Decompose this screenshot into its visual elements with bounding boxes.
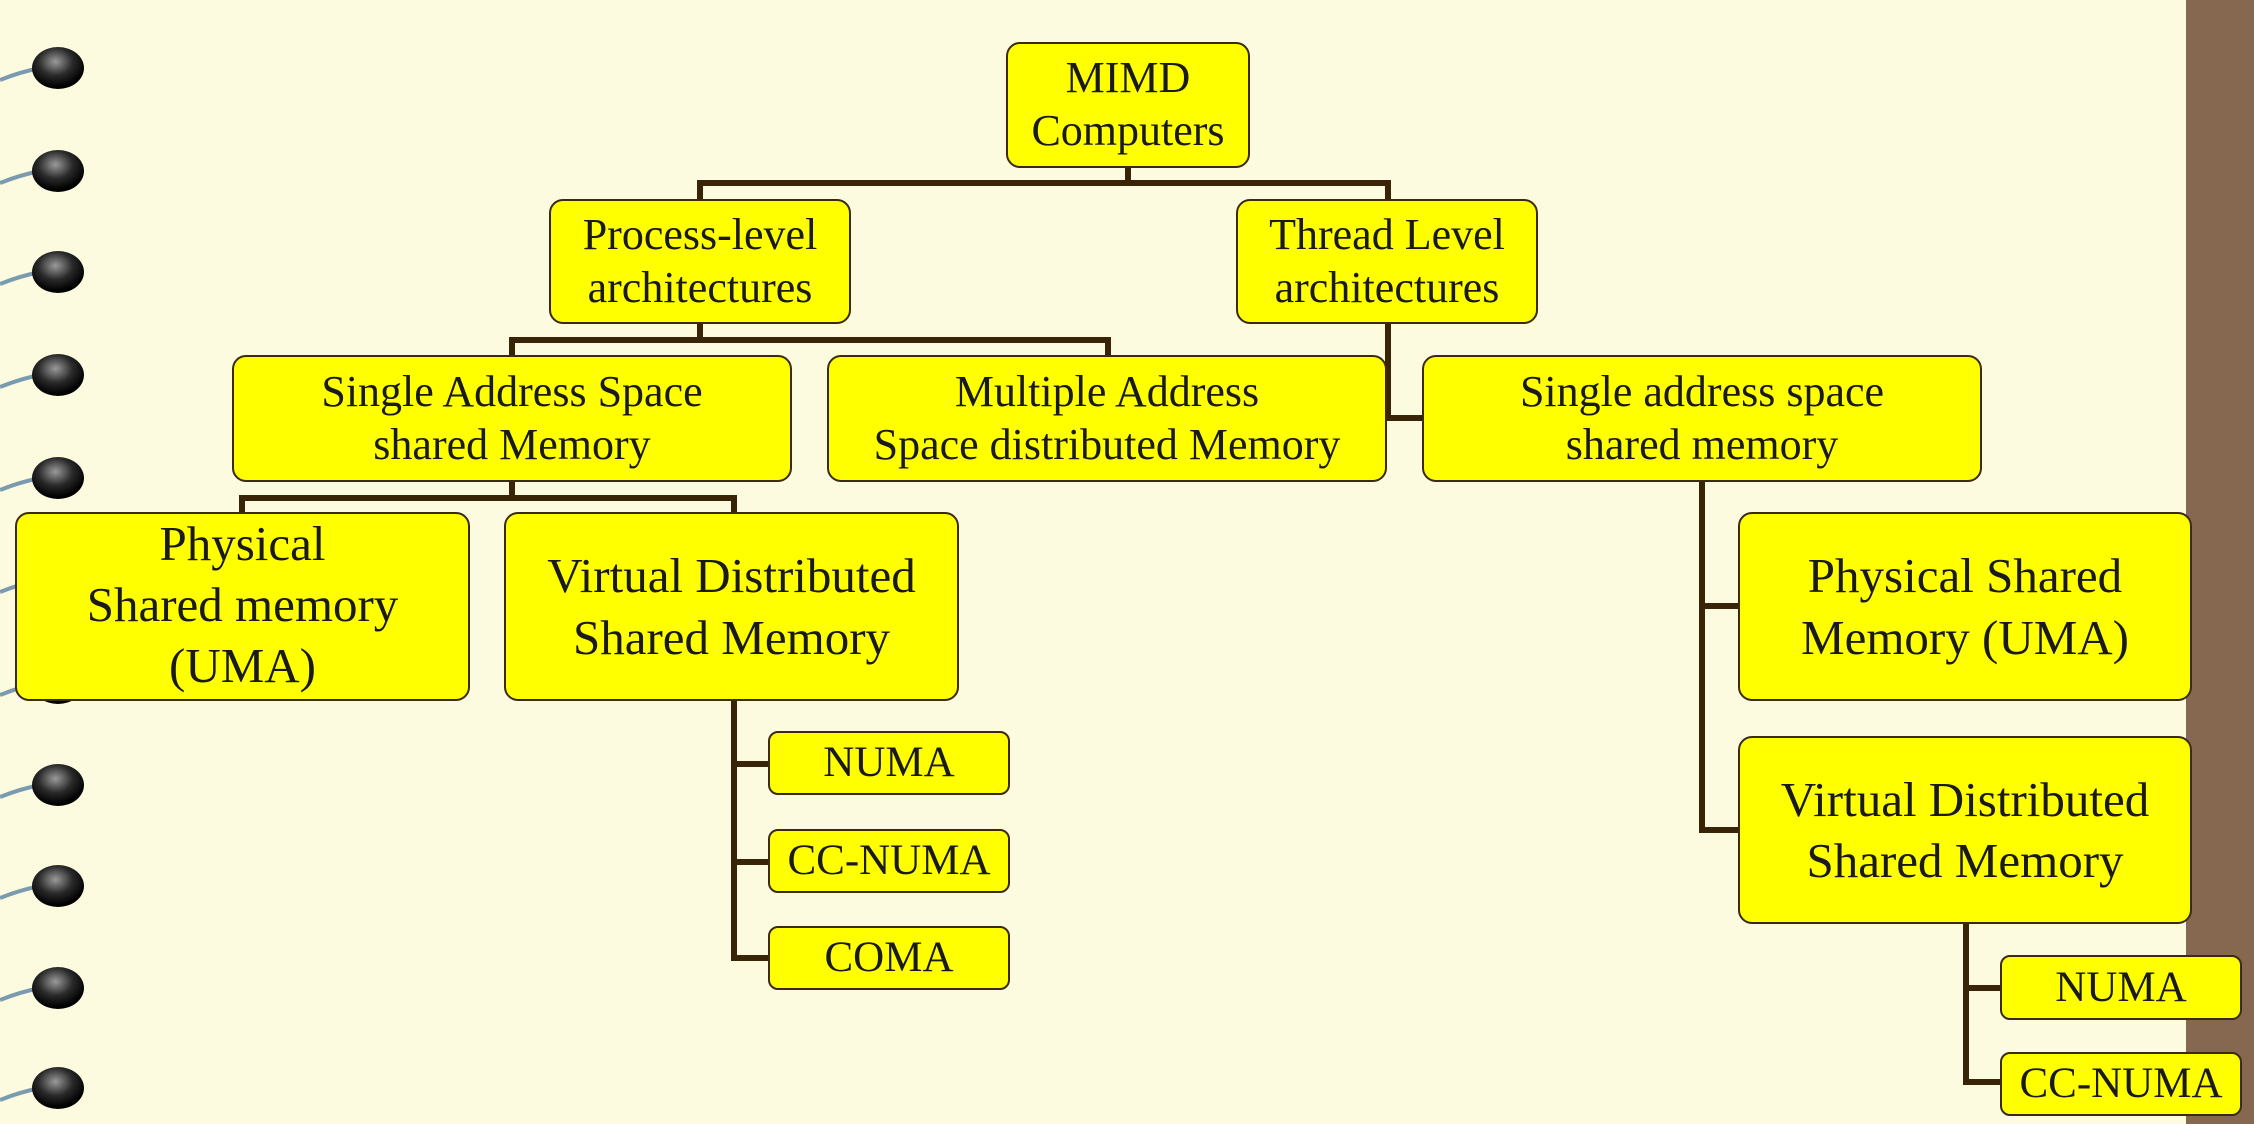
node-physical-shared-left: Physical Shared memory (UMA) <box>15 512 470 701</box>
node-physical-shared-right: Physical Shared Memory (UMA) <box>1738 512 2192 701</box>
node-mimd-computers: MIMD Computers <box>1006 42 1250 168</box>
node-numa-right: NUMA <box>2000 955 2242 1020</box>
binding-ring-icon <box>0 251 84 293</box>
node-single-address-space: Single Address Space shared Memory <box>232 355 792 482</box>
binding-ring-icon <box>0 354 84 396</box>
binding-ring-icon <box>0 47 84 89</box>
right-margin-bar <box>2186 0 2254 1124</box>
connector-root-to-level2 <box>697 165 1391 202</box>
connector-virtual-right-to-leaves <box>1963 921 2003 1085</box>
node-process-level: Process-level architectures <box>549 199 851 324</box>
binding-ring-icon <box>0 457 84 499</box>
node-ccnuma-right: CC-NUMA <box>2000 1052 2242 1116</box>
node-numa-left: NUMA <box>768 731 1010 795</box>
connector-thread-to-child <box>1385 321 1425 421</box>
node-ccnuma-left: CC-NUMA <box>768 829 1010 893</box>
connector-process-to-children <box>509 321 1111 358</box>
binding-ring-icon <box>0 150 84 192</box>
node-virtual-distributed-left: Virtual Distributed Shared Memory <box>504 512 959 701</box>
node-coma-left: COMA <box>768 926 1010 990</box>
node-virtual-distributed-right: Virtual Distributed Shared Memory <box>1738 736 2192 924</box>
binding-ring-icon <box>0 1067 84 1109</box>
connector-single-space-to-children <box>239 479 737 515</box>
node-thread-level: Thread Level architectures <box>1236 199 1538 324</box>
node-thread-single-address: Single address space shared memory <box>1422 355 1982 482</box>
connector-thread-single-to-children <box>1699 479 1741 833</box>
binding-ring-icon <box>0 865 84 907</box>
binding-ring-icon <box>0 764 84 806</box>
binding-ring-icon <box>0 967 84 1009</box>
node-multiple-address-space: Multiple Address Space distributed Memor… <box>827 355 1387 482</box>
connector-virtual-left-to-leaves <box>731 698 771 961</box>
